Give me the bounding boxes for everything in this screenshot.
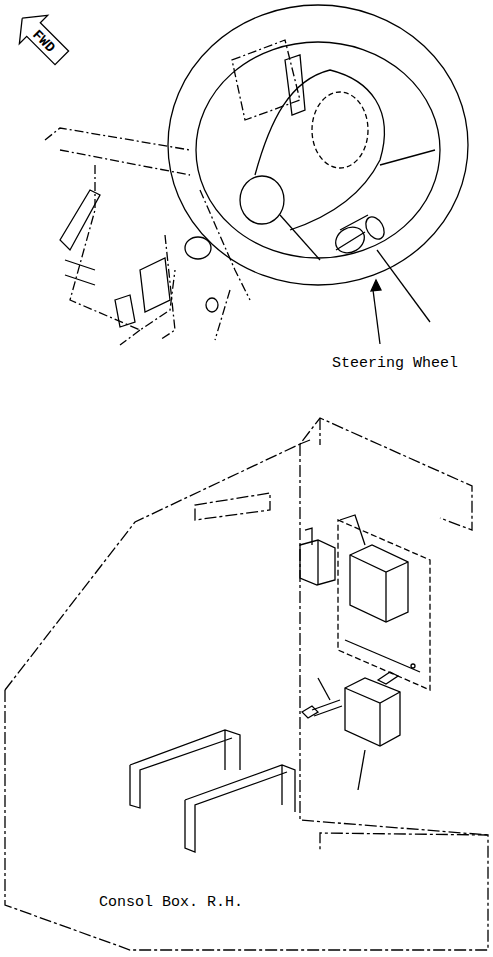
mounting-plate xyxy=(338,515,430,690)
relay xyxy=(300,528,335,585)
part-name: Steering Wheel xyxy=(330,355,460,372)
steering-wheel xyxy=(168,5,468,285)
bolt xyxy=(302,678,342,718)
flasher-unit xyxy=(345,664,415,746)
part-name: Consol Box. R.H. xyxy=(97,894,245,911)
leader-line xyxy=(371,250,430,344)
leader-line xyxy=(358,750,365,790)
arrow-shape xyxy=(8,4,76,72)
dashboard-detail xyxy=(65,260,95,285)
console-box-outline xyxy=(5,418,488,950)
dashboard-frame xyxy=(45,128,250,345)
bracket xyxy=(130,730,295,852)
relay xyxy=(350,545,408,622)
dashboard-detail xyxy=(60,40,305,327)
direction-arrow: FWD xyxy=(11,7,73,69)
